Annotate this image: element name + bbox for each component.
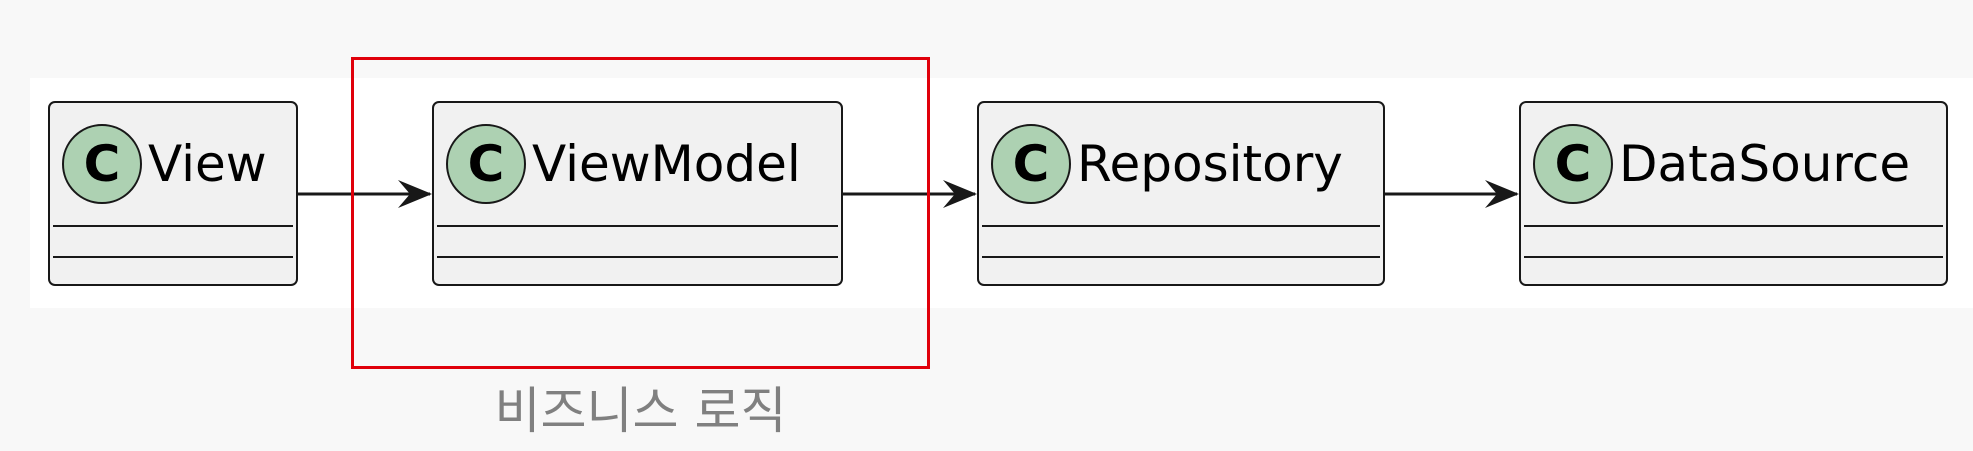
business-logic-highlight-frame [351, 57, 930, 369]
stereotype-letter: C [467, 135, 505, 193]
class-header: C DataSource [1521, 103, 1946, 225]
attributes-divider [982, 225, 1380, 227]
class-stereotype-icon: C [62, 124, 142, 204]
methods-divider [1524, 256, 1943, 258]
stereotype-letter: C [1012, 135, 1050, 193]
class-stereotype-icon: C [1533, 124, 1613, 204]
attributes-divider [437, 225, 838, 227]
methods-divider [53, 256, 293, 258]
class-header: C Repository [979, 103, 1383, 225]
class-repository[interactable]: C Repository [977, 101, 1385, 286]
methods-divider [437, 256, 838, 258]
class-name: Repository [1077, 135, 1343, 193]
class-stereotype-icon: C [991, 124, 1071, 204]
class-name: ViewModel [532, 135, 801, 193]
class-header: C ViewModel [434, 103, 841, 225]
class-datasource[interactable]: C DataSource [1519, 101, 1948, 286]
class-view[interactable]: C View [48, 101, 298, 286]
arrow-head-repository-to-datasource [1485, 180, 1519, 208]
class-viewmodel[interactable]: C ViewModel [432, 101, 843, 286]
attributes-divider [53, 225, 293, 227]
methods-divider [982, 256, 1380, 258]
class-name: View [148, 135, 267, 193]
attributes-divider [1524, 225, 1943, 227]
class-name: DataSource [1619, 135, 1911, 193]
class-header: C View [50, 103, 296, 225]
stereotype-letter: C [83, 135, 121, 193]
stereotype-letter: C [1554, 135, 1592, 193]
arrow-head-view-to-viewmodel [398, 180, 432, 208]
business-logic-caption: 비즈니스 로직 [494, 382, 787, 440]
class-stereotype-icon: C [446, 124, 526, 204]
arrow-head-viewmodel-to-repository [943, 180, 977, 208]
